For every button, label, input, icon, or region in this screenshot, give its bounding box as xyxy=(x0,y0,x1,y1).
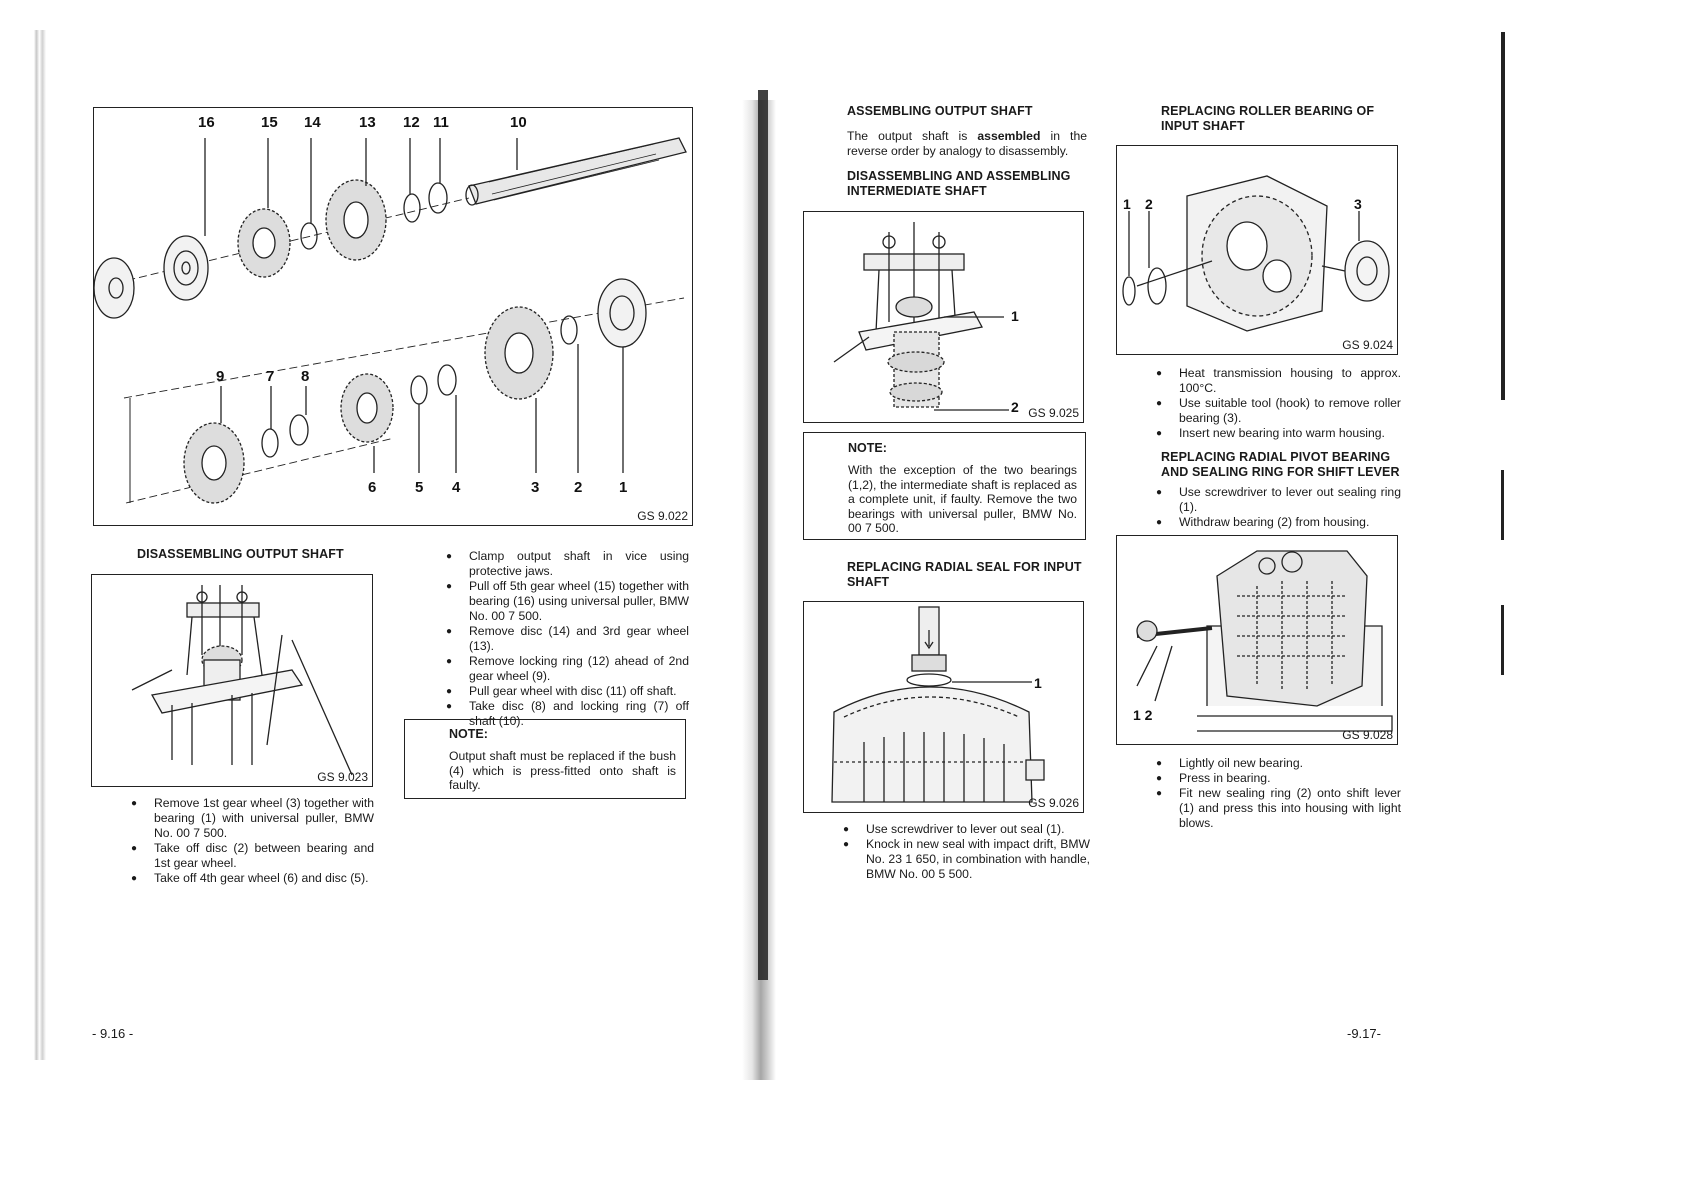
list-item: Use suitable tool (hook) to remove rolle… xyxy=(1153,396,1401,426)
note-box-intermediate-shaft: NOTE: With the exception of the two bear… xyxy=(803,432,1086,540)
heading-pivot-bearing: REPLACING RADIAL PIVOT BEARING AND SEALI… xyxy=(1161,450,1400,479)
callout-1-2: 1 2 xyxy=(1133,707,1153,723)
page-number-right: -9.17- xyxy=(1347,1026,1381,1041)
figure-label: GS 9.028 xyxy=(1342,728,1393,742)
bullets-roller-bearing: Heat transmission housing to approx. 100… xyxy=(1153,366,1401,441)
callout-5: 5 xyxy=(415,479,423,496)
puller-drawing xyxy=(131,585,353,776)
callout-2: 2 xyxy=(574,479,582,496)
callout-1: 1 xyxy=(619,479,627,496)
left-bullet-list-col1: Remove 1st gear wheel (3) together with … xyxy=(128,796,374,886)
list-item: Pull gear wheel with disc (11) off shaft… xyxy=(443,684,689,699)
callout-1: 1 xyxy=(1123,196,1131,212)
left-bullet-list-col2: Clamp output shaft in vice using protect… xyxy=(443,549,689,729)
callout-14: 14 xyxy=(304,114,321,131)
figure-intermediate-shaft: 1 2 GS 9.025 xyxy=(803,211,1084,423)
paragraph-bold: assembled xyxy=(977,129,1041,143)
list-item: Take disc (8) and locking ring (7) off s… xyxy=(443,699,689,729)
page-number-left: - 9.16 - xyxy=(92,1026,134,1041)
heading-intermediate-shaft: DISASSEMBLING AND ASSEMBLING INTERMEDIAT… xyxy=(847,169,1071,198)
list-item: Knock in new seal with impact drift, BMW… xyxy=(840,837,1090,882)
list-item: Use screwdriver to lever out seal (1). xyxy=(840,822,1090,837)
paragraph-part: in the reverse order by analogy to disas… xyxy=(847,129,1087,158)
callout-16: 16 xyxy=(198,114,215,131)
paragraph-part: The output shaft is xyxy=(847,129,978,143)
list-item: Pull off 5th gear wheel (15) together wi… xyxy=(443,579,689,624)
exploded-view-drawing: 16 15 14 13 12 11 10 9 7 8 6 5 4 3 2 1 xyxy=(94,114,687,504)
list-item: Lightly oil new bearing. xyxy=(1153,756,1401,771)
bullets-radial-seal: Use screwdriver to lever out seal (1). K… xyxy=(840,822,1090,882)
list-item: Fit new sealing ring (2) onto shift leve… xyxy=(1153,786,1401,831)
note-heading: NOTE: xyxy=(449,727,488,741)
callout-4: 4 xyxy=(452,479,461,496)
list-item: Remove 1st gear wheel (3) together with … xyxy=(128,796,374,841)
note-box-output-shaft: NOTE: Output shaft must be replaced if t… xyxy=(404,719,686,799)
figure-label: GS 9.022 xyxy=(637,509,688,523)
section-title-disassembling-output-shaft: DISASSEMBLING OUTPUT SHAFT xyxy=(137,547,344,561)
figure-roller-bearing: 1 2 3 GS 9.024 xyxy=(1116,145,1398,355)
callout-9: 9 xyxy=(216,368,224,385)
list-item: Remove locking ring (12) ahead of 2nd ge… xyxy=(443,654,689,684)
margin-mark-right-3 xyxy=(1501,605,1504,675)
callout-15: 15 xyxy=(261,114,278,131)
scan-edge-left xyxy=(34,30,46,1060)
callout-3: 3 xyxy=(531,479,539,496)
heading-roller-bearing: REPLACING ROLLER BEARING OF INPUT SHAFT xyxy=(1161,104,1375,133)
figure-radial-seal: 1 GS 9.026 xyxy=(803,601,1084,813)
bullets-pivot-bearing-after: Lightly oil new bearing. Press in bearin… xyxy=(1153,756,1401,831)
list-item: Clamp output shaft in vice using protect… xyxy=(443,549,689,579)
callout-7: 7 xyxy=(266,368,274,385)
callout-8: 8 xyxy=(301,368,309,385)
list-item: Use screwdriver to lever out sealing rin… xyxy=(1153,485,1401,515)
list-item: Take off disc (2) between bearing and 1s… xyxy=(128,841,374,871)
figure-universal-puller: GS 9.023 xyxy=(91,574,373,787)
callout-6: 6 xyxy=(368,479,376,496)
intermediate-shaft-drawing: 1 2 xyxy=(833,222,1019,415)
callout-1: 1 xyxy=(1011,308,1019,324)
paragraph-assembling-output-shaft: The output shaft is assembled in the rev… xyxy=(847,129,1087,159)
callout-12: 12 xyxy=(403,114,420,131)
figure-label: GS 9.026 xyxy=(1028,796,1079,810)
callout-11: 11 xyxy=(433,114,449,131)
margin-mark-right-2 xyxy=(1501,470,1504,540)
pivot-bearing-drawing: 1 2 xyxy=(1133,550,1393,732)
binding-shadow xyxy=(758,90,768,980)
bullets-pivot-bearing-before: Use screwdriver to lever out sealing rin… xyxy=(1153,485,1401,530)
figure-label: GS 9.025 xyxy=(1028,406,1079,420)
callout-2: 2 xyxy=(1145,196,1153,212)
list-item: Take off 4th gear wheel (6) and disc (5)… xyxy=(128,871,374,886)
list-item: Insert new bearing into warm housing. xyxy=(1153,426,1401,441)
heading-radial-seal: REPLACING RADIAL SEAL FOR INPUT SHAFT xyxy=(847,560,1082,589)
radial-seal-drawing: 1 xyxy=(831,606,1045,803)
list-item: Withdraw bearing (2) from housing. xyxy=(1153,515,1401,530)
margin-mark-right xyxy=(1501,32,1505,400)
callout-2: 2 xyxy=(1011,399,1019,415)
note-text: With the exception of the two bearings (… xyxy=(848,463,1077,535)
list-item: Press in bearing. xyxy=(1153,771,1401,786)
note-heading: NOTE: xyxy=(848,441,887,455)
figure-pivot-bearing: 1 2 GS 9.028 xyxy=(1116,535,1398,745)
list-item: Heat transmission housing to approx. 100… xyxy=(1153,366,1401,396)
bottom-callouts: 9 7 8 6 5 4 3 2 1 xyxy=(216,368,627,496)
note-text: Output shaft must be replaced if the bus… xyxy=(449,749,676,792)
figure-output-shaft-exploded: 16 15 14 13 12 11 10 9 7 8 6 5 4 3 2 1 G… xyxy=(93,107,693,526)
heading-assembling-output-shaft: ASSEMBLING OUTPUT SHAFT xyxy=(847,104,1033,118)
callout-1: 1 xyxy=(1034,675,1042,691)
callout-13: 13 xyxy=(359,114,376,131)
callout-3: 3 xyxy=(1354,196,1362,212)
roller-bearing-drawing: 1 2 3 xyxy=(1122,175,1390,332)
figure-label: GS 9.023 xyxy=(317,770,368,784)
figure-label: GS 9.024 xyxy=(1342,338,1393,352)
list-item: Remove disc (14) and 3rd gear wheel (13)… xyxy=(443,624,689,654)
top-callouts: 16 15 14 13 12 11 10 xyxy=(198,114,527,131)
callout-10: 10 xyxy=(510,114,527,131)
